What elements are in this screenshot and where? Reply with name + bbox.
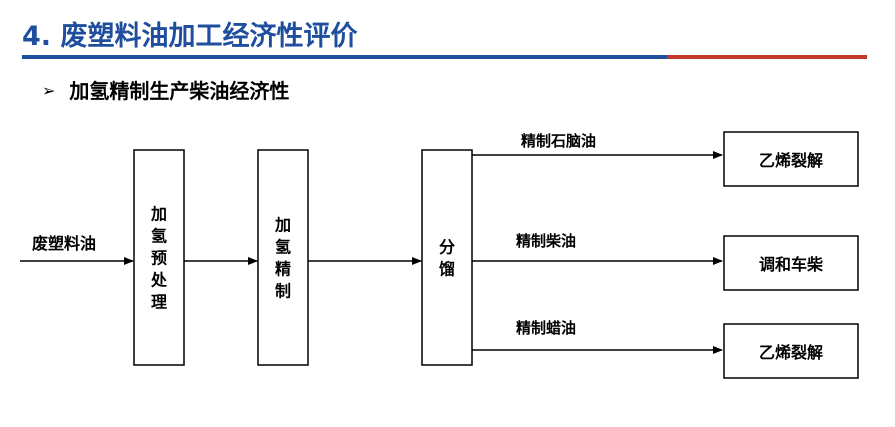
diesel-stream-label: 精制柴油 <box>516 232 576 250</box>
pretreat-label-char: 加 <box>150 205 167 224</box>
naphtha-destination-label: 乙烯裂解 <box>759 151 823 170</box>
title-underline-blue <box>22 55 667 59</box>
slide-subtitle: ➢ 加氢精制生产柴油经济性 <box>42 75 289 104</box>
pretreat-label-char: 理 <box>151 293 167 312</box>
wax-destination-label: 乙烯裂解 <box>759 343 823 362</box>
pretreat-label-char: 预 <box>151 249 167 268</box>
input-label: 废塑料油 <box>32 234 96 253</box>
hydrorefining-box <box>257 149 309 366</box>
slide-title: 4. 废塑料油加工经济性评价 <box>22 21 358 52</box>
refine-label-char: 制 <box>275 282 291 301</box>
fractionation-box <box>421 149 473 366</box>
arrow-bullet-icon: ➢ <box>42 81 56 100</box>
naphtha-stream-label: 精制石脑油 <box>521 132 596 150</box>
hydrorefining-label: 加氢精制 <box>274 216 291 301</box>
diesel-destination-label: 调和车柴 <box>759 255 824 274</box>
refine-label-char: 精 <box>275 260 291 279</box>
naphtha-destination-box <box>723 131 859 187</box>
pretreatment-box <box>133 149 185 366</box>
fractionation-label: 分馏 <box>439 238 455 279</box>
refine-label-char: 氢 <box>275 238 291 257</box>
fractionate-label-char: 馏 <box>439 260 455 279</box>
refine-label-char: 加 <box>274 216 291 235</box>
diesel-destination-box <box>723 235 859 291</box>
pretreat-label-char: 处 <box>150 271 168 290</box>
title-underline-red <box>667 55 867 59</box>
subtitle-text: 加氢精制生产柴油经济性 <box>69 79 290 103</box>
pretreat-label-char: 氢 <box>151 227 167 246</box>
wax-destination-box <box>723 323 859 379</box>
wax-stream-label: 精制蜡油 <box>516 319 576 337</box>
fractionate-label-char: 分 <box>439 238 455 257</box>
